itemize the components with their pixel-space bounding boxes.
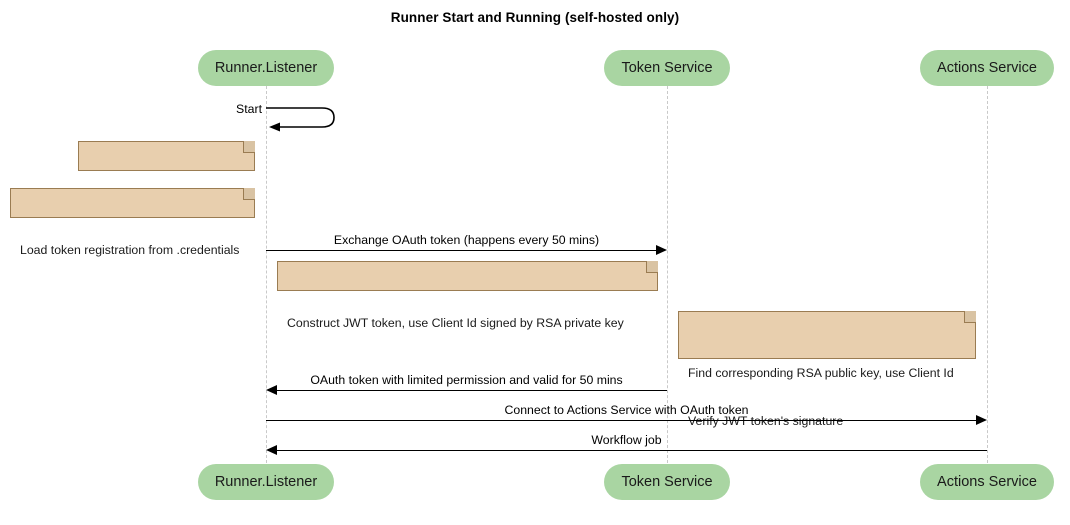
participant-runner-listener-bottom[interactable]: Runner.Listener [198, 464, 334, 500]
message-line-exchange-oauth [266, 250, 656, 251]
note-line: Verify JWT token's signature [688, 414, 844, 428]
message-arrowhead-oauth-token-reply [266, 385, 277, 395]
message-label-workflow-job: Workflow job [591, 433, 662, 447]
lifeline-runner [266, 86, 267, 463]
note-line: Find corresponding RSA public key, use C… [688, 366, 954, 380]
message-arrowhead-exchange-oauth [656, 245, 667, 255]
note-load-token-registration: Load token registration from .credential… [10, 188, 255, 257]
lifeline-actions [987, 86, 988, 463]
message-line-connect-actions [266, 420, 976, 421]
message-arrowhead-workflow-job [266, 445, 277, 455]
participant-actions-service-bottom[interactable]: Actions Service [920, 464, 1054, 500]
participant-token-service-top[interactable]: Token Service [604, 50, 730, 86]
message-label-exchange-oauth: Exchange OAuth token (happens every 50 m… [333, 233, 600, 247]
participant-label: Token Service [621, 474, 713, 490]
message-label-connect-actions: Connect to Actions Service with OAuth to… [504, 403, 749, 417]
participant-token-service-bottom[interactable]: Token Service [604, 464, 730, 500]
lifeline-token [667, 86, 668, 463]
message-label-oauth-token-reply: OAuth token with limited permission and … [310, 373, 623, 387]
participant-actions-service-top[interactable]: Actions Service [920, 50, 1054, 86]
note-fold-icon [646, 261, 658, 273]
message-line-workflow-job [277, 450, 987, 451]
message-label-start: Start [236, 102, 262, 116]
message-arrowhead-connect-actions [976, 415, 987, 425]
note-construct-jwt: Construct JWT token, use Client Id signe… [277, 261, 658, 330]
message-line-oauth-token-reply [277, 390, 667, 391]
note-line: Construct JWT token, use Client Id signe… [287, 316, 624, 330]
note-load-config: Load config info from .runner [78, 141, 255, 210]
note-fold-icon [243, 188, 255, 200]
participant-label: Runner.Listener [214, 60, 318, 76]
participant-label: Actions Service [937, 474, 1037, 490]
participant-label: Token Service [621, 60, 713, 76]
participant-runner-listener-top[interactable]: Runner.Listener [198, 50, 334, 86]
participant-label: Runner.Listener [214, 474, 318, 490]
note-fold-icon [243, 141, 255, 153]
note-verify-jwt-signature: Find corresponding RSA public key, use C… [678, 311, 976, 428]
page-title: Runner Start and Running (self-hosted on… [390, 10, 680, 25]
message-arrow-start [266, 107, 335, 132]
note-fold-icon [964, 311, 976, 323]
participant-label: Actions Service [937, 60, 1037, 76]
note-line: Load token registration from .credential… [20, 243, 240, 257]
